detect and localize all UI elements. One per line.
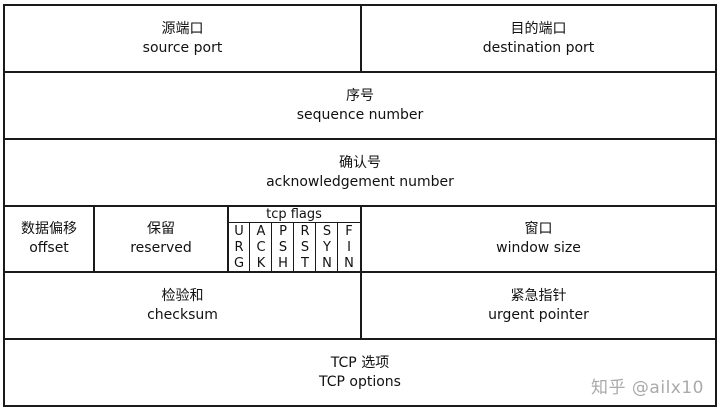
flag-psh: P S H [272, 223, 294, 272]
flag-letter: H [278, 255, 288, 271]
reserved-en: reserved [130, 240, 192, 256]
flag-syn: S Y N [316, 223, 338, 272]
tcp-options-cn: TCP 选项 [330, 354, 390, 371]
tcp-options-en: TCP options [319, 373, 401, 390]
flag-rst: R S T [294, 223, 316, 272]
col-divider-offset [93, 205, 95, 273]
field-tcp-options: TCP 选项 TCP options [5, 340, 715, 405]
field-checksum: 检验和 checksum [5, 273, 360, 338]
field-window: 窗口 window size [362, 207, 715, 271]
flags-title-divider [227, 222, 361, 223]
flag-letter: Y [323, 239, 331, 255]
flag-letter: I [347, 239, 351, 255]
flag-letter: S [278, 239, 288, 255]
row-divider-2 [3, 138, 717, 140]
offset-cn: 数据偏移 [21, 221, 77, 237]
flag-letter: F [345, 223, 353, 239]
flag-letter: A [256, 223, 266, 239]
border-right [715, 4, 717, 407]
field-urgent-pointer: 紧急指针 urgent pointer [362, 273, 715, 338]
flag-letter: N [344, 255, 354, 271]
flag-letter: N [322, 255, 332, 271]
flag-letter: T [301, 255, 309, 271]
flag-letter: K [256, 255, 266, 271]
col-divider-row1 [360, 4, 362, 73]
offset-en: offset [29, 240, 69, 256]
border-bottom [3, 405, 717, 407]
field-reserved: 保留 reserved [95, 207, 227, 271]
flag-divider-1 [249, 222, 250, 272]
flag-letter: U [234, 223, 244, 239]
urgent-pointer-cn: 紧急指针 [510, 287, 567, 304]
flag-letter: P [279, 223, 287, 239]
checksum-cn: 检验和 [161, 287, 204, 304]
field-sequence-number: 序号 sequence number [5, 73, 715, 138]
field-ack-number: 确认号 acknowledgement number [5, 140, 715, 205]
flag-divider-5 [337, 222, 338, 272]
sequence-number-en: sequence number [296, 106, 424, 123]
flag-fin: F I N [338, 223, 360, 272]
flag-divider-2 [271, 222, 272, 272]
sequence-number-cn: 序号 [346, 87, 374, 104]
window-cn: 窗口 [524, 221, 553, 237]
flag-letter: R [234, 239, 244, 255]
window-en: window size [496, 240, 581, 256]
flag-divider-4 [315, 222, 316, 272]
col-divider-window [360, 205, 362, 273]
flag-letter: C [256, 239, 266, 255]
field-offset: 数据偏移 offset [5, 207, 93, 271]
tcp-flags-title: tcp flags [266, 207, 322, 222]
destination-port-en: destination port [482, 39, 595, 56]
destination-port-cn: 目的端口 [510, 20, 567, 37]
border-left [3, 4, 5, 407]
flag-divider-3 [293, 222, 294, 272]
flag-letter: S [300, 239, 310, 255]
reserved-cn: 保留 [147, 221, 175, 237]
flag-letter: R [300, 223, 310, 239]
flag-urg: U R G [228, 223, 250, 272]
flag-letter: G [233, 255, 245, 271]
field-destination-port: 目的端口 destination port [362, 6, 715, 71]
checksum-en: checksum [147, 306, 218, 323]
ack-number-en: acknowledgement number [266, 173, 454, 190]
col-divider-row5 [360, 271, 362, 340]
watermark: 知乎 @ailx10 [591, 378, 704, 398]
ack-number-cn: 确认号 [339, 154, 381, 171]
urgent-pointer-en: urgent pointer [488, 306, 589, 323]
col-divider-reserved [227, 205, 229, 273]
source-port-en: source port [142, 39, 223, 56]
flag-ack: A C K [250, 223, 272, 272]
flag-letter: S [322, 223, 332, 239]
field-source-port: 源端口 source port [5, 6, 360, 71]
source-port-cn: 源端口 [161, 20, 204, 37]
